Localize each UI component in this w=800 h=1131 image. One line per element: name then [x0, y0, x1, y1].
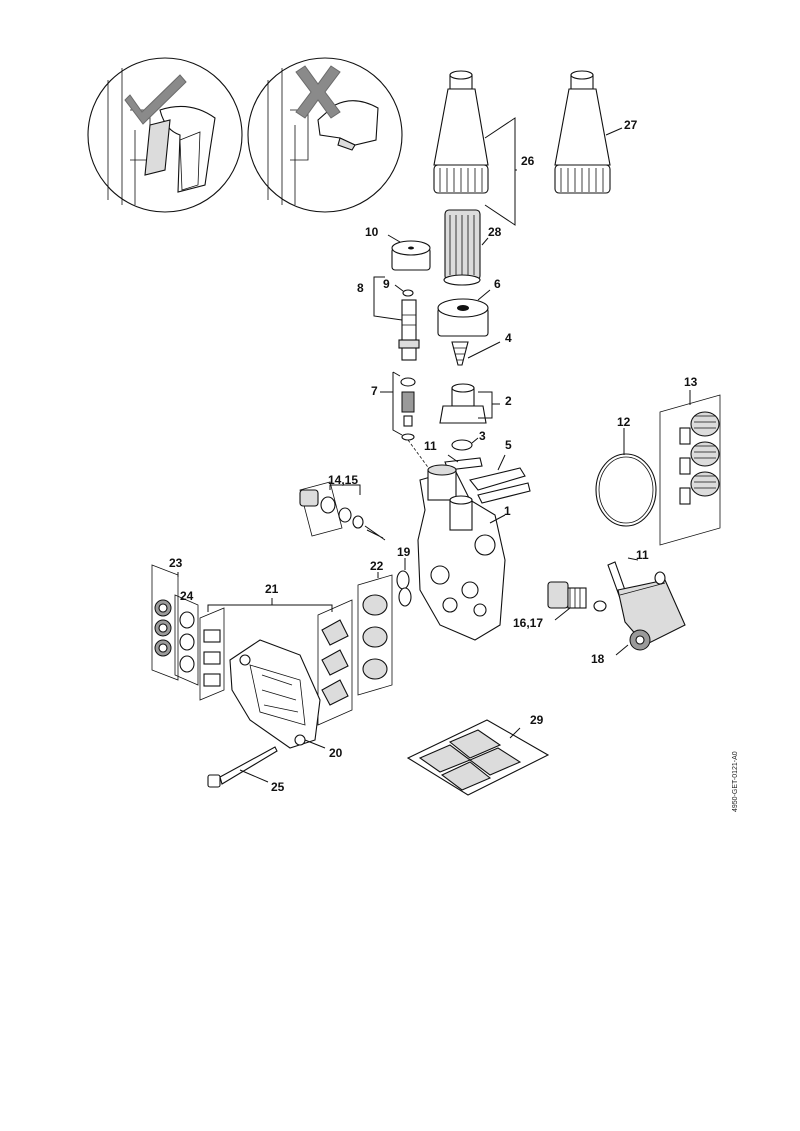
part-number-28: 28 — [488, 225, 502, 239]
part-27-filter — [554, 70, 611, 194]
part-26-filter — [433, 70, 489, 194]
part-29-gasket-set — [406, 719, 550, 796]
part-22-seal-set — [357, 574, 393, 696]
part-number-1: 1 — [504, 504, 511, 518]
part-18-valve — [617, 571, 686, 651]
part-20-cylinder-head — [229, 639, 321, 749]
part-number-3: 3 — [479, 429, 486, 443]
part-8-piston — [398, 299, 420, 361]
part-number-16-17: 16,17 — [513, 616, 543, 630]
part-number-21: 21 — [265, 582, 279, 596]
part-number-11-clip: 11 — [424, 439, 437, 453]
part-9-ring — [402, 289, 414, 297]
part-number-10: 10 — [365, 225, 379, 239]
part-number-9: 9 — [383, 277, 390, 291]
part-number-5: 5 — [505, 438, 512, 452]
detail-correct-installation — [87, 57, 243, 213]
part-number-6: 6 — [494, 277, 501, 291]
part-number-13: 13 — [684, 375, 698, 389]
part-number-4: 4 — [505, 331, 512, 345]
part-number-19: 19 — [397, 545, 411, 559]
part-number-23: 23 — [169, 556, 183, 570]
part-number-20: 20 — [329, 746, 343, 760]
part-number-8: 8 — [357, 281, 364, 295]
part-12-oring — [595, 453, 657, 527]
part-4-spring — [451, 341, 469, 366]
part-number-24: 24 — [180, 589, 194, 603]
part-6-seal — [437, 298, 489, 337]
part-13-valve-set — [659, 394, 721, 546]
part-3-ring — [451, 439, 473, 451]
cross-mark-icon — [295, 65, 341, 119]
detail-incorrect-installation — [247, 57, 403, 213]
part-number-25: 25 — [271, 780, 285, 794]
part-number-27: 27 — [624, 118, 638, 132]
part-24-orings — [174, 594, 199, 686]
part-number-7: 7 — [371, 384, 378, 398]
part-5-clip — [469, 467, 531, 504]
part-1-pump-housing — [417, 464, 506, 641]
part-28-screen — [443, 209, 481, 286]
part-number-11-bracket: 11 — [636, 548, 649, 562]
part-16-17-unloader — [547, 581, 607, 612]
part-number-29: 29 — [530, 713, 544, 727]
document-code: 4950-GET-0121-A0 — [732, 751, 739, 812]
check-mark-icon — [124, 74, 187, 125]
part-number-22: 22 — [370, 559, 384, 573]
part-25-bolt — [207, 746, 278, 788]
part-14-15-valve — [299, 481, 386, 541]
part-number-12: 12 — [617, 415, 631, 429]
part-10-cap — [391, 240, 431, 271]
part-19-seals — [396, 570, 412, 607]
part-number-18: 18 — [591, 652, 605, 666]
part-2-fitting — [439, 383, 487, 424]
part-number-14-15: 14,15 — [328, 473, 358, 487]
part-number-2: 2 — [505, 394, 512, 408]
part-7-valve — [400, 377, 416, 441]
part-21-valve-set — [199, 599, 353, 726]
part-23-check-valves — [151, 564, 179, 681]
part-number-26: 26 — [521, 154, 535, 168]
